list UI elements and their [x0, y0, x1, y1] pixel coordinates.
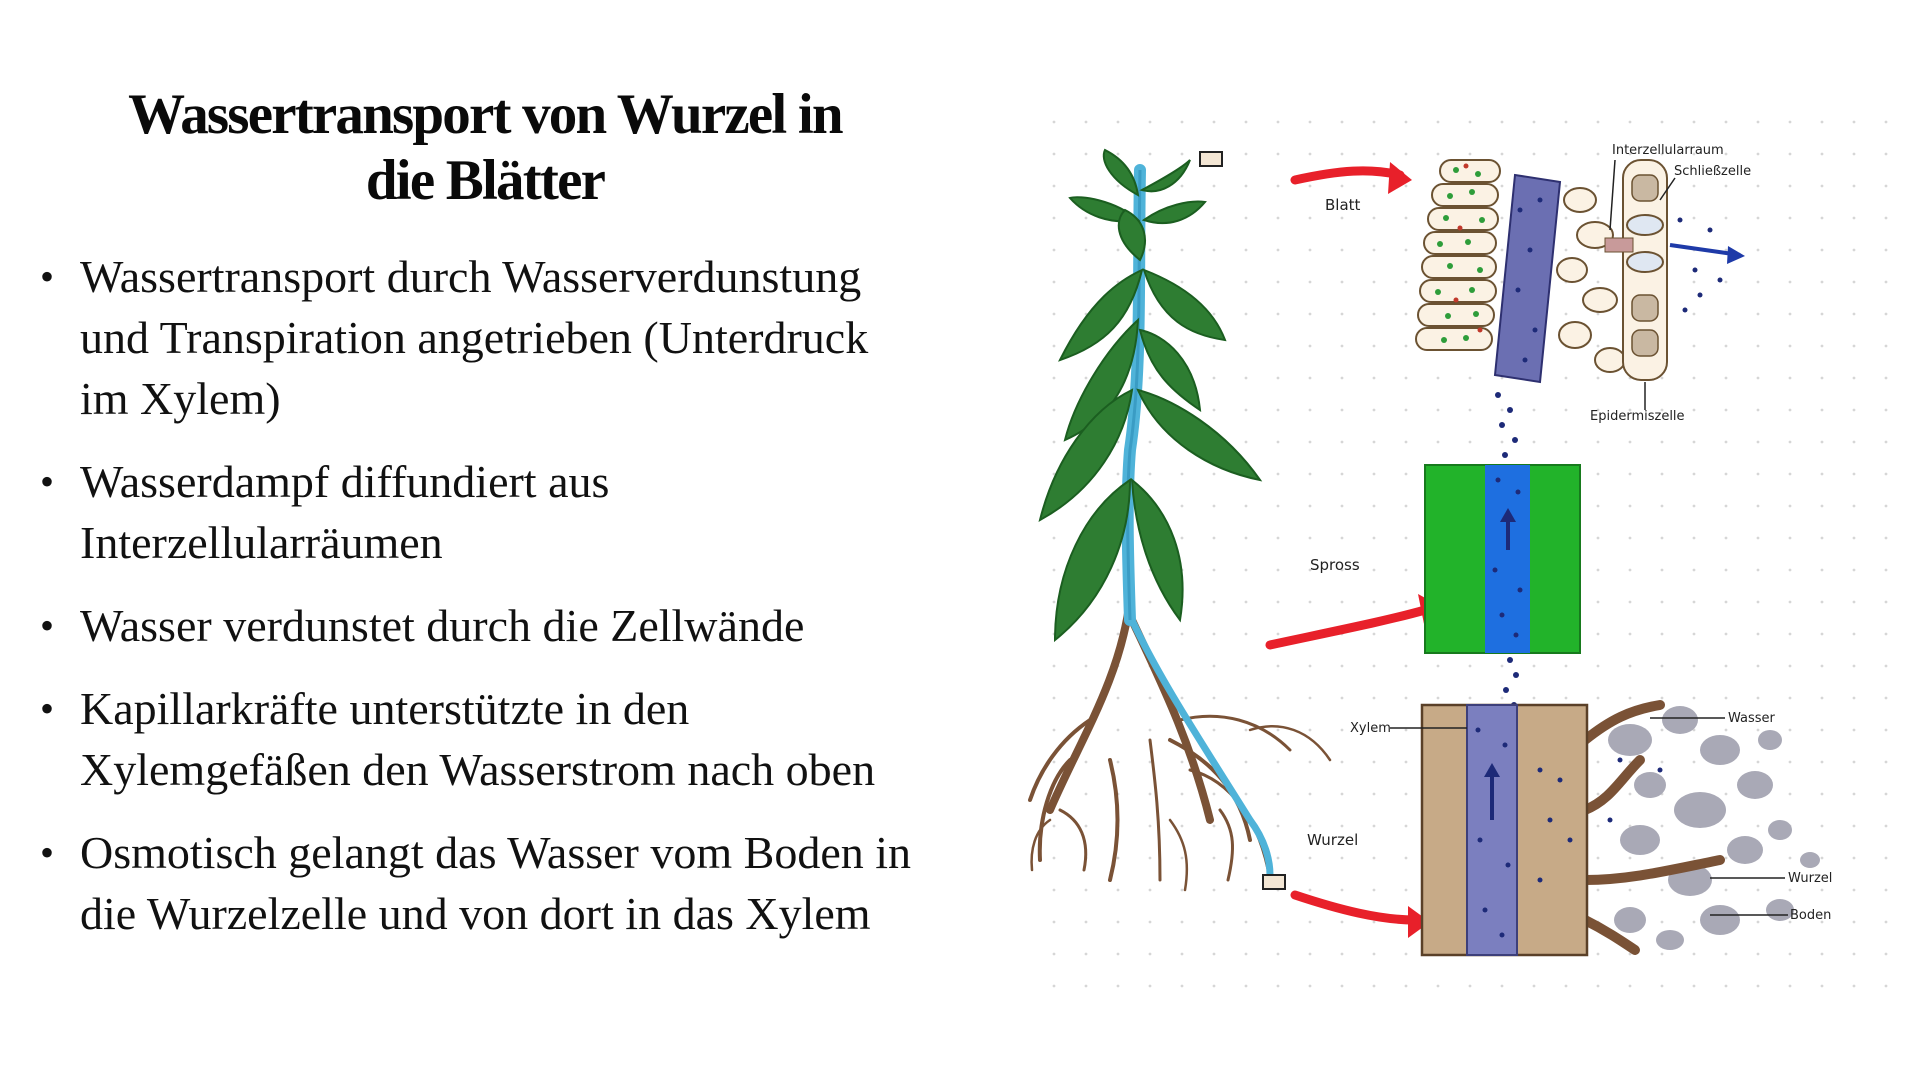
label-epidermiszelle: Epidermiszelle	[1590, 409, 1685, 424]
bullet-item: • Wasserdampf diffundiert aus Interzellu…	[40, 451, 1000, 573]
title-line-2: die Blätter	[365, 149, 606, 212]
root-section	[1390, 700, 1820, 957]
label-wasser: Wasser	[1728, 711, 1776, 726]
bullet-item: • Wasser verdunstet durch die Zellwände	[40, 595, 1000, 656]
plant-illustration	[1028, 148, 1332, 892]
bullet-item: • Wassertransport durch Wasserverdunstun…	[40, 246, 1000, 429]
label-wurzel: Wurzel	[1307, 831, 1358, 849]
page-title: Wassertransport von Wurzel in die Blätte…	[60, 82, 910, 214]
spross-section	[1424, 464, 1581, 654]
bullet-dot-icon: •	[40, 459, 55, 504]
bullet-dot-icon: •	[40, 830, 55, 875]
label-spross: Spross	[1310, 556, 1360, 574]
bullet-dot-icon: •	[40, 254, 55, 299]
plant-water-transport-diagram: Interzellularraum Schließzelle Epidermis…	[1020, 120, 1900, 1000]
label-schliesszelle: Schließzelle	[1674, 164, 1751, 179]
bullet-list: • Wassertransport durch Wasserverdunstun…	[40, 246, 1000, 966]
label-wurzel-right: Wurzel	[1788, 871, 1832, 886]
label-xylem: Xylem	[1350, 721, 1391, 736]
bullet-dot-icon: •	[40, 686, 55, 731]
label-boden: Boden	[1790, 908, 1831, 923]
bullet-item: • Kapillarkräfte unterstützte in den Xyl…	[40, 678, 1000, 800]
leaf-cross-section: Interzellularraum Schließzelle Epidermis…	[1415, 143, 1751, 424]
label-blatt: Blatt	[1325, 196, 1361, 214]
label-interzellularraum: Interzellularraum	[1612, 143, 1724, 158]
bullet-dot-icon: •	[40, 603, 55, 648]
bullet-item: • Osmotisch gelangt das Wasser vom Boden…	[40, 822, 1000, 944]
title-line-1: Wassertransport von Wurzel in	[128, 83, 843, 146]
